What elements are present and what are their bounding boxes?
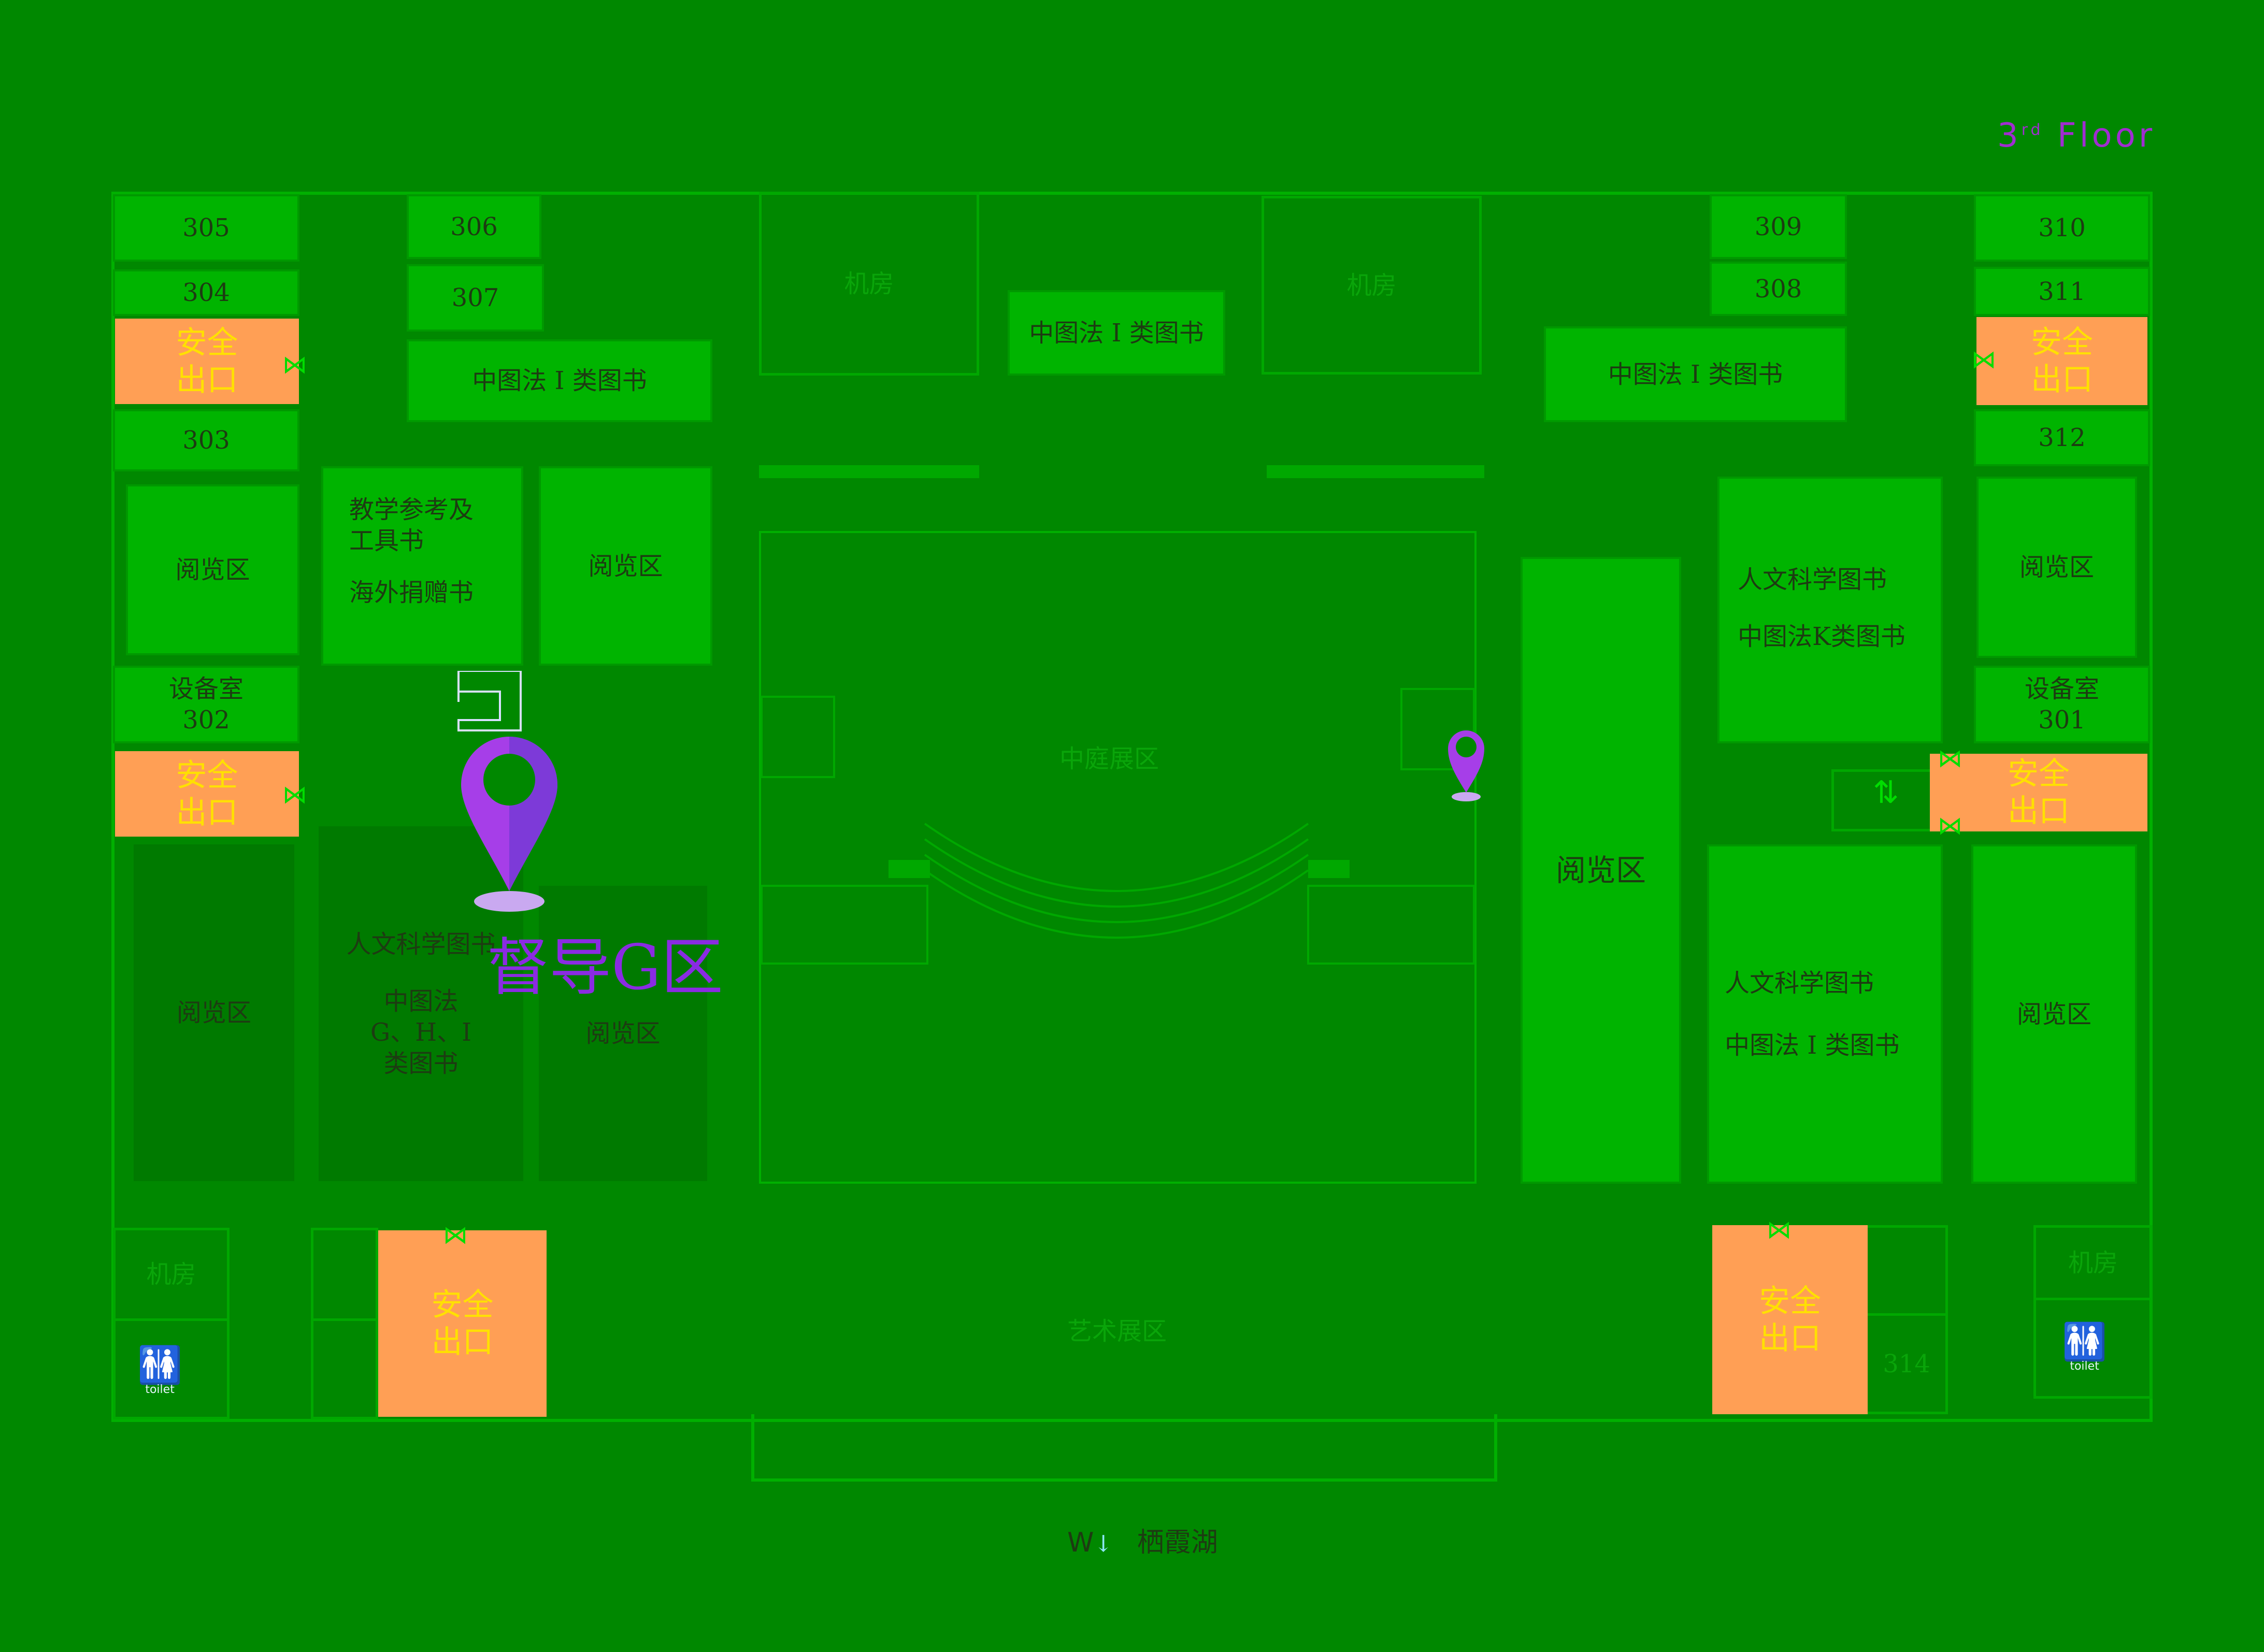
safety-exit-sw[interactable]: 安全 出口 [378, 1230, 547, 1417]
reading-area-e1: 阅览区 [1976, 477, 2137, 658]
arrow-down-icon: ↓ [1094, 1531, 1113, 1557]
small-room-sw [311, 1228, 378, 1321]
room-309: 309 [1710, 194, 1847, 259]
room-314: 314 [1865, 1313, 1948, 1414]
atrium-label: 中庭展区 [1059, 744, 1159, 773]
room-305: 305 [113, 194, 299, 262]
machine-room-north-2: 机房 [1262, 196, 1482, 375]
room-310: 310 [1974, 194, 2150, 262]
toilet-room-west [113, 1318, 230, 1419]
floor-title: 3rd Floor [1997, 117, 2156, 155]
toilet-west: 🚻 toilet [137, 1344, 183, 1396]
reading-area-w2: 阅览区 [134, 844, 294, 1181]
room-307: 307 [407, 264, 544, 332]
toilet-icon: 🚻 [137, 1344, 183, 1386]
room-303: 303 [113, 409, 299, 471]
machine-room-north-1: 机房 [759, 192, 979, 376]
humanities-clc-ghi: 人文科学图书 中图法 G、H、I 类图书 [319, 826, 523, 1181]
machine-room-southeast: 机房 [2033, 1225, 2153, 1300]
exit-door-icon: ⋈ [1938, 811, 1962, 840]
small-location-pin-icon[interactable] [1445, 725, 1487, 806]
machine-room-southwest: 机房 [113, 1228, 230, 1321]
location-pin-icon[interactable] [456, 671, 560, 914]
safety-exit-ne[interactable]: 安全 出口 [1976, 317, 2147, 405]
equipment-room-301: 设备室 301 [1974, 666, 2150, 743]
reading-area-e-tall: 阅览区 [1521, 557, 1681, 1184]
clc-i-books-ne: 中图法 I 类图书 [1544, 326, 1847, 422]
outer-wall [111, 192, 2153, 1422]
safety-exit-nw[interactable]: 安全 出口 [115, 319, 299, 404]
safety-exit-se[interactable]: 安全 出口 [1712, 1225, 1868, 1414]
exit-door-icon: ⋈ [1971, 345, 1996, 374]
reading-area-w1: 阅览区 [126, 484, 299, 655]
direction-indicator: W↓ 栖霞湖 [1067, 1527, 1218, 1558]
atrium-wall [759, 531, 1477, 1184]
room-312: 312 [1974, 409, 2150, 466]
exit-door-icon: ⋈ [1767, 1215, 1792, 1244]
reading-area-e2: 阅览区 [1971, 844, 2137, 1184]
exit-door-icon: ⋈ [443, 1220, 468, 1249]
exit-door-icon: ⋈ [282, 350, 307, 379]
toilet-east: 🚻 toilet [2062, 1320, 2108, 1373]
zone-g-label: 督导G区 [487, 932, 723, 1004]
small-room-sw-2 [311, 1318, 378, 1419]
south-annex-wall [751, 1414, 1497, 1482]
humanities-clc-i-east: 人文科学图书 中图法 I 类图书 [1707, 844, 1943, 1184]
teaching-reference-area: 教学参考及 工具书 海外捐赠书 [321, 466, 523, 666]
clc-i-books-center: 中图法 I 类图书 [1008, 290, 1225, 376]
art-gallery-label: 艺术展区 [1067, 1317, 1167, 1346]
safety-exit-e[interactable]: 安全 出口 [1930, 754, 2147, 831]
reading-area-w4: 阅览区 [539, 886, 707, 1181]
elevator-icon: ⇅ [1873, 774, 1899, 811]
exit-door-icon: ⋈ [1938, 744, 1962, 773]
stair-band-right [1267, 465, 1484, 478]
equipment-room-302: 设备室 302 [113, 666, 299, 743]
reading-area-w3: 阅览区 [539, 466, 712, 666]
room-308: 308 [1710, 262, 1847, 316]
exit-door-icon: ⋈ [282, 780, 307, 809]
room-311: 311 [1974, 267, 2150, 316]
room-306: 306 [407, 194, 541, 259]
toilet-icon: 🚻 [2062, 1320, 2108, 1363]
toilet-room-east [2033, 1298, 2153, 1399]
room-304: 304 [113, 269, 299, 316]
stair-band-left [759, 465, 979, 478]
clc-i-books-nw: 中图法 I 类图书 [407, 339, 712, 422]
small-room-se [1865, 1225, 1948, 1316]
atrium-stairs [761, 688, 1475, 965]
humanities-clc-k: 人文科学图书 中图法K类图书 [1717, 477, 1943, 743]
safety-exit-w[interactable]: 安全 出口 [115, 751, 299, 837]
